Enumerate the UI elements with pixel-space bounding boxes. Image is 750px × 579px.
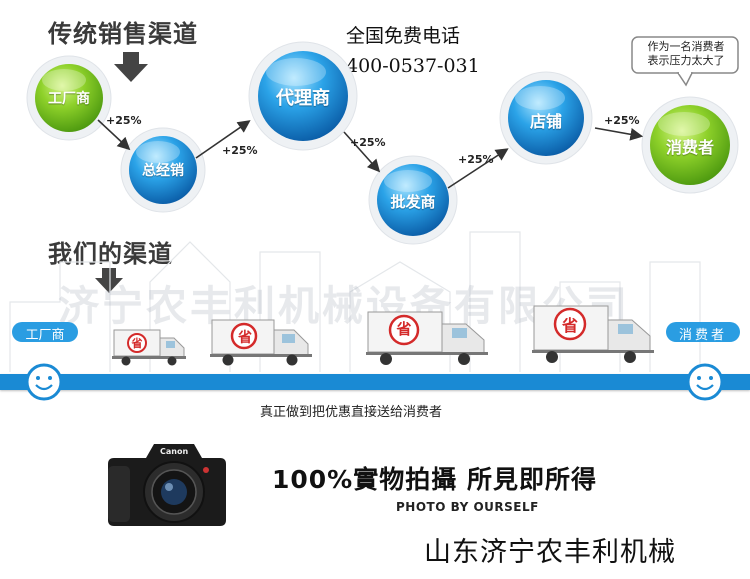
phone-label: 全国免费电话	[346, 25, 461, 47]
markup-label-2: +25%	[222, 144, 258, 157]
strip-left-pill	[12, 322, 78, 342]
camera-icon	[108, 444, 226, 526]
traditional-channel-title: 传统销售渠道	[48, 20, 198, 48]
slogan-main: 100%實物拍攝 所見即所得	[272, 465, 597, 494]
truck-4	[532, 305, 654, 363]
markup-label-1: +25%	[106, 114, 142, 127]
flow-diagram	[26, 41, 739, 245]
camera-brand: Canon	[160, 447, 189, 456]
node-factory-circle	[35, 64, 103, 132]
bubble-line-1: 作为一名消费者	[647, 40, 725, 53]
node-distributor-label: 总经销	[142, 163, 184, 179]
down-arrow-small-icon	[95, 268, 123, 293]
node-distributor-circle	[129, 136, 197, 204]
slogan-sub: PHOTO BY OURSELF	[396, 500, 539, 514]
truck-3-badge: 省	[396, 320, 412, 338]
node-store-circle	[508, 80, 584, 156]
footer-company: 山东济宁农丰利机械	[424, 537, 676, 568]
node-consumer-label: 消费者	[665, 138, 714, 157]
truck-2	[210, 319, 312, 366]
phone-number: 400-0537-031	[346, 55, 480, 77]
truck-2-badge: 省	[238, 330, 252, 346]
node-agent-circle	[258, 51, 348, 141]
strip-right-label: 消费者	[678, 328, 727, 343]
truck-4-badge: 省	[561, 316, 578, 335]
delivery-strip	[0, 374, 750, 390]
node-store-label: 店铺	[529, 112, 562, 131]
truck-3	[366, 311, 488, 365]
strip-left-label: 工厂商	[25, 328, 65, 343]
smiley-left-icon	[25, 363, 63, 401]
strip-caption: 真正做到把优惠直接送给消费者	[260, 405, 443, 420]
node-agent-label: 代理商	[276, 88, 330, 109]
bubble-line-2: 表示压力太大了	[647, 54, 725, 67]
markup-label-4: +25%	[458, 153, 494, 166]
node-consumer-circle	[650, 105, 730, 185]
strip-right-pill	[666, 322, 740, 342]
truck-1	[112, 329, 186, 366]
markup-label-5: +25%	[604, 114, 640, 127]
watermark: 济宁农丰利机械设备有限公司	[58, 282, 630, 330]
node-wholesaler-circle	[377, 164, 449, 236]
node-wholesaler-label: 批发商	[390, 193, 436, 211]
node-factory-label: 工厂商	[48, 91, 90, 107]
smiley-right-icon	[686, 363, 724, 401]
down-arrow-icon	[114, 52, 148, 82]
markup-label-3: +25%	[350, 136, 386, 149]
speech-bubble	[631, 36, 739, 87]
truck-1-badge: 省	[131, 337, 143, 350]
